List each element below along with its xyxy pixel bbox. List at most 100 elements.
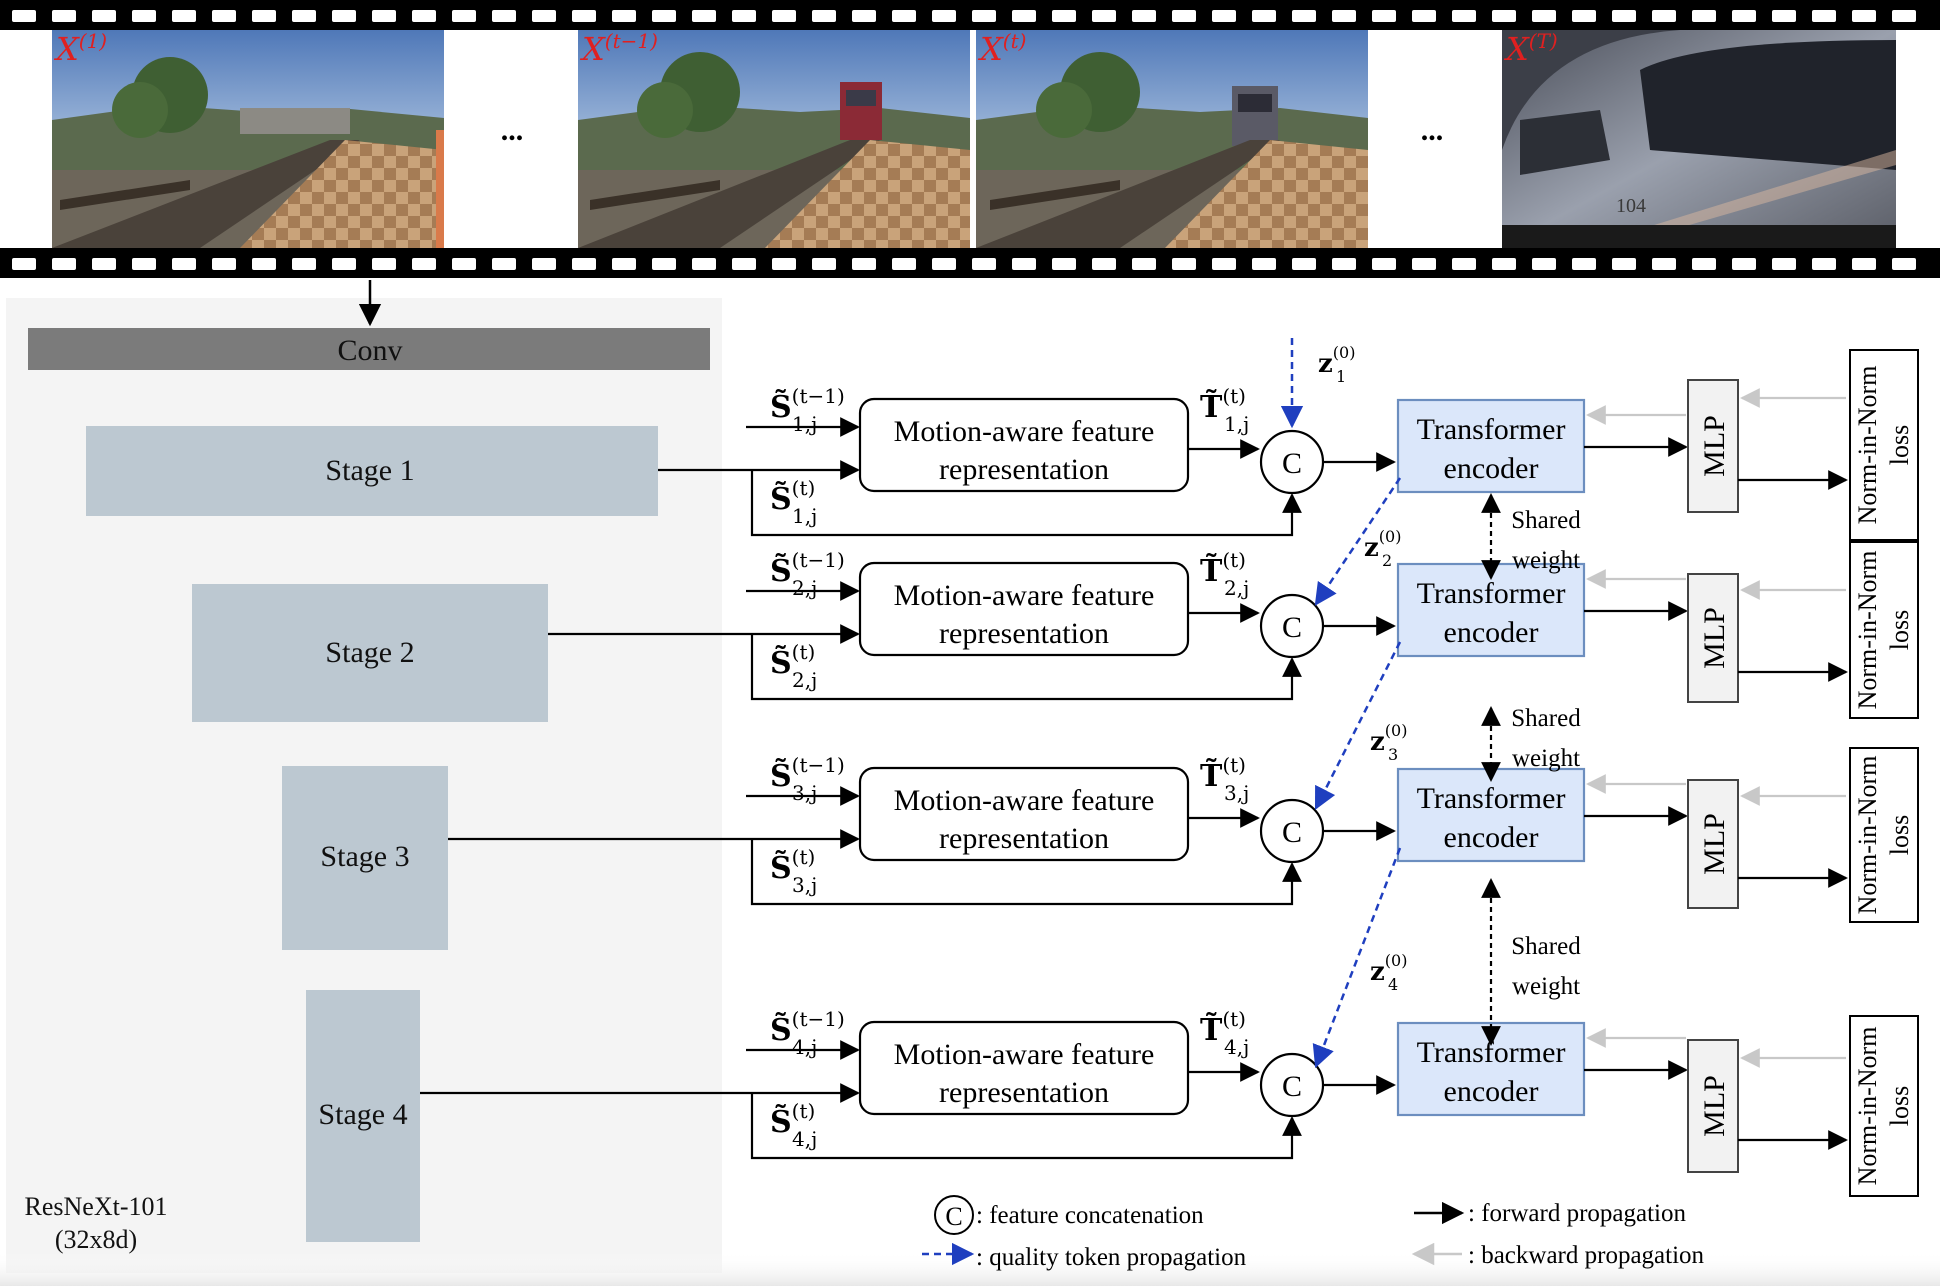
quality-token-symbol: z(0)2 (1364, 527, 1401, 570)
norm-in-norm-loss-1 (1849, 349, 1919, 541)
perforation (332, 10, 356, 22)
mlp-block-4 (1687, 1039, 1739, 1173)
perforation (1412, 10, 1436, 22)
quality-token-symbol: z(0)1 (1318, 343, 1355, 386)
transformer-encoder-3 (1396, 767, 1586, 863)
motion-aware-label-line2: representation (939, 1076, 1109, 1109)
perforation (372, 10, 396, 22)
mlp-label: MLP (1698, 813, 1731, 875)
perforation (1892, 258, 1916, 270)
quality-token-propagation-arrow (1314, 477, 1402, 606)
current-feature-symbol: S̃(t)3,j (770, 845, 817, 897)
motion-aware-label-line1: Motion-aware feature (894, 579, 1155, 612)
perforation (132, 258, 156, 270)
temporal-feature-symbol: T̃(t)3,j (1200, 753, 1249, 805)
transformer-label-line2: encoder (1444, 452, 1539, 485)
transformer-encoder-1 (1396, 398, 1586, 494)
perforation (1812, 10, 1836, 22)
perforation (1772, 258, 1796, 270)
perforation (932, 10, 956, 22)
perforation (212, 258, 236, 270)
perforation (1092, 258, 1116, 270)
perforation (1612, 258, 1636, 270)
shared-weight-label-line1: Shared (1511, 507, 1581, 534)
perforation (52, 10, 76, 22)
perforation (1012, 10, 1036, 22)
prev-feature-symbol: S̃(t−1)3,j (770, 753, 845, 805)
loss-label-line2: loss (1885, 815, 1914, 855)
prev-feature-symbol: S̃(t−1)4,j (770, 1007, 845, 1059)
shared-weight-label-line1: Shared (1511, 933, 1581, 960)
stage-3-block (282, 766, 448, 950)
perforation (1012, 258, 1036, 270)
motion-aware-block-3 (858, 766, 1190, 862)
video-frame-4 (1502, 30, 1896, 248)
perforation (1852, 10, 1876, 22)
current-feature-symbol: S̃(t)2,j (770, 640, 817, 692)
conv-label: Conv (337, 334, 402, 367)
stage-2-block (192, 584, 548, 722)
loss-label-line1: Norm-in-Norm (1853, 551, 1882, 710)
perforation (772, 10, 796, 22)
current-feature-bypass-arrow (750, 634, 1302, 701)
stage-4-block (306, 990, 420, 1242)
perforation (172, 10, 196, 22)
motion-aware-label-line2: representation (939, 822, 1109, 855)
perforation (1692, 258, 1716, 270)
backbone-name-line1: ResNeXt-101 (25, 1192, 168, 1221)
quality-token-propagation-arrow (1312, 847, 1402, 1069)
motion-aware-block-2 (858, 561, 1190, 657)
motion-aware-label-line2: representation (939, 617, 1109, 650)
loss-label-line1: Norm-in-Norm (1853, 756, 1882, 915)
transformer-label-line2: encoder (1444, 821, 1539, 854)
mlp-label: MLP (1698, 415, 1731, 477)
mlp-block-1 (1687, 379, 1739, 513)
loss-label-line2: loss (1885, 425, 1914, 465)
perforation (532, 10, 556, 22)
motion-aware-block-4 (858, 1020, 1190, 1116)
legend-backward-text: : backward propagation (1468, 1242, 1705, 1269)
perforation (1052, 10, 1076, 22)
shared-weight-label-line1: Shared (1511, 705, 1581, 732)
perforation (1132, 10, 1156, 22)
perforation (1292, 258, 1316, 270)
perforation (1132, 258, 1156, 270)
perforation (12, 10, 36, 22)
perforation (852, 258, 876, 270)
perforation (692, 10, 716, 22)
perforation (1572, 258, 1596, 270)
perforation (1532, 258, 1556, 270)
loss-label-line1: Norm-in-Norm (1853, 1027, 1882, 1186)
concat-label: C (1282, 1070, 1302, 1103)
perforation (252, 10, 276, 22)
current-feature-bypass-arrow (750, 839, 1302, 906)
perforation (652, 10, 676, 22)
perforation (52, 258, 76, 270)
transformer-label-line1: Transformer (1417, 577, 1566, 610)
loss-label-line1: Norm-in-Norm (1853, 366, 1882, 525)
mlp-label: MLP (1698, 607, 1731, 669)
perforation (1252, 10, 1276, 22)
loss-label-line2: loss (1885, 1086, 1914, 1126)
motion-aware-label-line1: Motion-aware feature (894, 784, 1155, 817)
stage-1-block (86, 426, 658, 516)
legend-quality-text: : quality token propagation (976, 1244, 1247, 1271)
perforation (732, 10, 756, 22)
motion-aware-block-1 (858, 397, 1190, 493)
perforation (1412, 258, 1436, 270)
perforation (532, 258, 556, 270)
motion-aware-label-line2: representation (939, 453, 1109, 486)
perforation (1452, 10, 1476, 22)
perforation (1852, 258, 1876, 270)
perforation (492, 10, 516, 22)
perforation (332, 258, 356, 270)
legend-concat-icon (934, 1195, 974, 1235)
stage-3-label: Stage 3 (320, 840, 409, 873)
norm-in-norm-loss-4 (1849, 1015, 1919, 1197)
perforation (1452, 258, 1476, 270)
video-frame-2 (578, 30, 970, 248)
frame-1-label: X(1) (53, 29, 107, 68)
